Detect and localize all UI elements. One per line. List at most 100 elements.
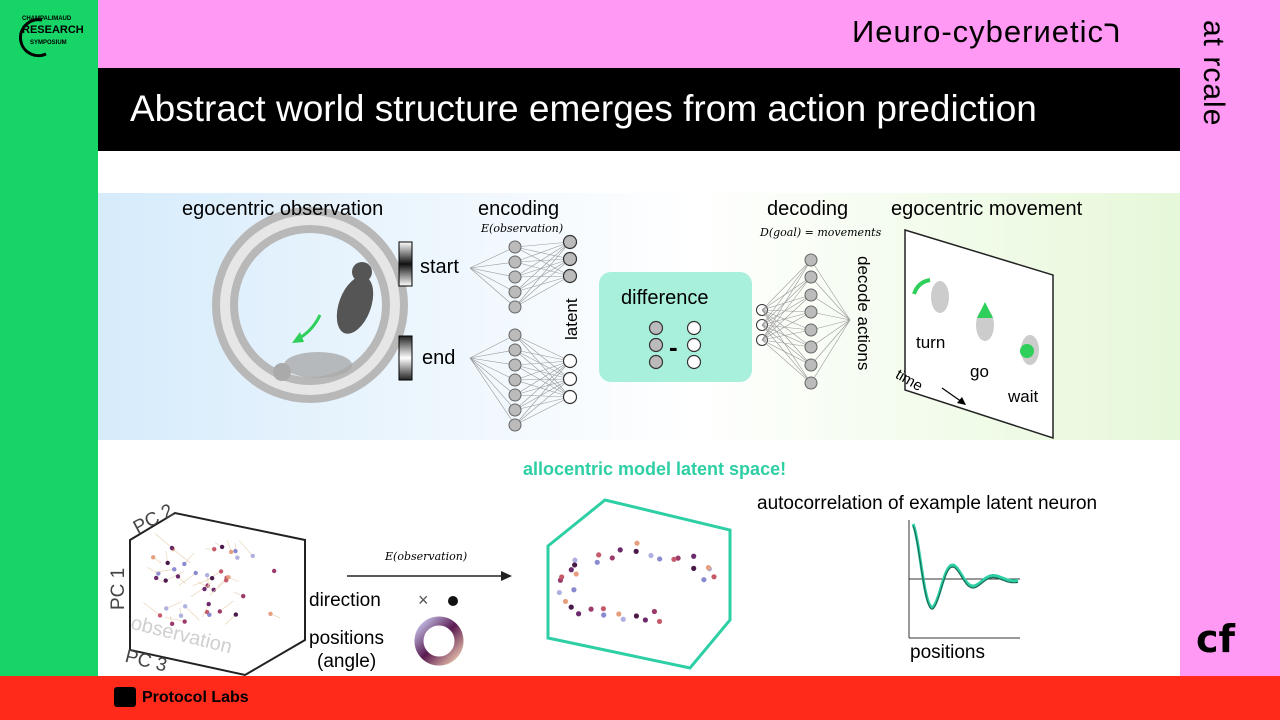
difference-box <box>599 272 752 382</box>
latent-point <box>556 589 562 596</box>
slide-title: Abstract world structure emerges from ac… <box>130 88 1037 129</box>
net-edge <box>761 276 812 311</box>
obs-trace <box>172 548 191 564</box>
obs-point <box>219 544 225 550</box>
net-node <box>508 285 522 299</box>
net-node <box>508 403 522 417</box>
label-difference: difference <box>621 287 709 309</box>
net-edge <box>761 259 812 311</box>
latent-point <box>620 616 626 622</box>
obs-trace <box>219 600 234 612</box>
net-edge <box>469 267 516 278</box>
label-angle: (angle) <box>317 651 377 672</box>
obs-trace <box>224 614 237 625</box>
obs-point <box>156 571 161 576</box>
latent-node <box>562 389 578 405</box>
turn-action-arrow-icon <box>912 278 931 295</box>
obs-trace <box>184 552 195 565</box>
net-edge <box>761 324 812 348</box>
logo-text-line2: RESEARCH <box>22 24 84 36</box>
diff-node-left <box>648 337 664 353</box>
obs-trace <box>201 603 209 618</box>
logo-text-line3: SYMPOSIUM <box>30 40 67 46</box>
series-title: Иeuro-cyberиeticר <box>852 14 1122 49</box>
net-node <box>508 418 522 432</box>
obs-point <box>175 574 181 579</box>
obs-point <box>163 578 168 583</box>
label-wait: wait <box>1008 387 1039 406</box>
net-edge <box>514 275 571 293</box>
logo-text-line1: CHAMPALIMAUD <box>22 16 72 22</box>
net-edge <box>514 241 571 293</box>
obs-point <box>169 621 175 627</box>
net-edge <box>761 311 812 326</box>
latent-point <box>571 587 577 593</box>
net-edge <box>514 275 571 278</box>
net-node <box>804 305 818 319</box>
cf-logo-icon: cf <box>1196 617 1236 661</box>
net-edge <box>761 259 812 341</box>
net-edge <box>761 329 812 341</box>
latent-point <box>705 564 712 571</box>
latent-point <box>601 612 607 618</box>
net-edge <box>761 309 812 331</box>
label-go: go <box>970 362 989 381</box>
latent-point <box>648 552 654 559</box>
net-edge <box>761 276 812 326</box>
time-arrow-line <box>941 387 963 403</box>
bottom-red-bar <box>0 676 1280 720</box>
obs-trace <box>165 570 185 581</box>
net-edge <box>810 319 851 384</box>
go-action-arrow-icon <box>977 302 993 318</box>
net-node <box>804 358 818 372</box>
obs-point <box>182 561 187 567</box>
latent-point <box>691 565 697 571</box>
net-edge <box>514 258 571 293</box>
label-egocentric-movement: egocentric movement <box>891 198 1083 220</box>
obs-point <box>235 555 240 560</box>
net-edge <box>514 241 571 278</box>
net-node <box>508 270 522 284</box>
obs-trace <box>155 533 173 549</box>
label-egocentric-observation: egocentric observation <box>182 198 384 220</box>
obs-point <box>241 593 246 599</box>
mouse-start <box>336 276 374 334</box>
latent-point <box>701 577 707 583</box>
encode-arrowhead-icon <box>501 571 512 581</box>
latent-point <box>572 562 578 568</box>
latent-point <box>651 608 658 615</box>
net-edge <box>514 360 571 366</box>
net-edge <box>761 339 812 348</box>
net-node <box>508 373 522 387</box>
arrow-formula: E(observation) <box>385 550 468 563</box>
obs-point <box>268 611 273 617</box>
net-node <box>508 358 522 372</box>
latent-point <box>572 557 578 563</box>
net-edge <box>514 379 571 398</box>
obs-point <box>209 575 215 581</box>
label-positions: positions <box>309 628 384 649</box>
net-edge <box>469 267 516 293</box>
net-node <box>804 253 818 267</box>
obs-trace <box>166 601 183 609</box>
obs-point <box>204 572 210 578</box>
autocorr-curve-dark <box>912 525 1019 610</box>
obs-point <box>206 601 211 607</box>
label-start: start <box>420 256 459 278</box>
net-edge <box>514 378 571 411</box>
latent-point <box>633 613 640 619</box>
net-edge <box>514 378 571 426</box>
time-arrowhead-icon <box>957 397 966 405</box>
latent-space-highlight: allocentric model latent space! <box>523 459 787 479</box>
obs-point <box>178 613 184 618</box>
obs-point <box>217 609 223 614</box>
net-edge <box>514 258 571 278</box>
obs-point <box>207 612 212 617</box>
net-edge <box>514 360 571 396</box>
latent-point <box>600 606 607 612</box>
ring-arena-inner <box>220 215 400 395</box>
title-bar <box>98 68 1180 151</box>
net-edge <box>761 309 812 348</box>
diff-node-right <box>686 337 702 353</box>
label-turn: turn <box>916 333 946 352</box>
